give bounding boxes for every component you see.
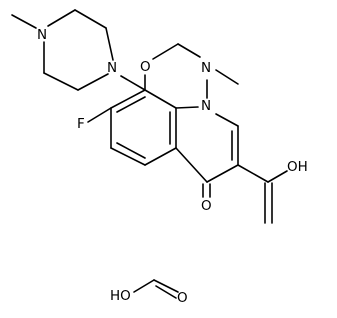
- atom-n-piperazine-bottom: N: [107, 60, 117, 76]
- bond-o-ch2: [152, 43, 179, 60]
- atom-o-formic: O: [177, 290, 188, 306]
- atom-labels: N N O N N F O OH HO O: [37, 27, 308, 306]
- bond-benz-6: [110, 89, 146, 109]
- atom-n-methyl: N: [201, 60, 211, 76]
- bond-pip-n-aryl: [120, 75, 146, 91]
- bond-formic-c-o-2: [155, 285, 177, 299]
- bond-nbr-c: [175, 106, 199, 109]
- bonds: [11, 9, 288, 299]
- bond-pip-1: [47, 9, 76, 27]
- bond-n-methyl: [215, 69, 239, 85]
- atom-n-bridge: N: [201, 98, 211, 114]
- atom-oh-acid: OH: [287, 159, 308, 175]
- bond-c-f: [87, 107, 112, 123]
- bond-benz-4-inner: [116, 142, 146, 159]
- atom-fluoro: F: [77, 116, 85, 132]
- bond-cq-cacid: [237, 164, 269, 183]
- bond-methyl-n-pip: [11, 14, 37, 29]
- bond-benz-1: [144, 89, 177, 109]
- bond-pip-3: [105, 27, 114, 61]
- atom-n-piperazine-top: N: [37, 27, 47, 43]
- atom-o-oxazine: O: [140, 59, 151, 75]
- bond-formic-c-o-1: [153, 279, 179, 293]
- bond-benz-6-inner: [116, 96, 146, 113]
- bond-cacid-oh: [267, 170, 288, 183]
- bond-ch2-n: [177, 43, 201, 58]
- bond-pip-4: [77, 73, 109, 91]
- bond-pip-5: [43, 72, 79, 91]
- bond-cq-ck: [206, 164, 239, 183]
- atom-ho-formic: HO: [110, 288, 131, 304]
- bond-pip-2: [74, 9, 107, 29]
- bond-ck-cb: [175, 147, 208, 183]
- bond-formic-ho-c: [133, 279, 155, 293]
- bond-benz-4: [110, 147, 146, 166]
- bond-benz-3: [144, 147, 177, 166]
- atom-o-ketone: O: [201, 198, 212, 214]
- bond-nbr-ch: [215, 113, 239, 127]
